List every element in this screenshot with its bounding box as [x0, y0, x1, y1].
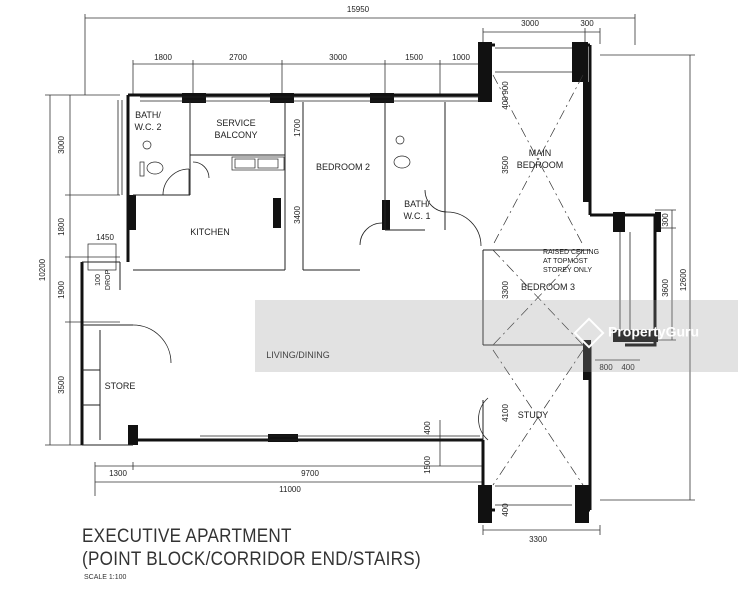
watermark-logo: PropertyGuru — [573, 317, 700, 349]
label-raised-ceiling-3: STOREY ONLY — [543, 267, 592, 274]
dim-3500-main: 3500 — [501, 156, 510, 174]
dim-left-3000: 3000 — [57, 136, 66, 154]
label-service-balcony-line1: SERVICE — [216, 118, 255, 128]
label-study: STUDY — [518, 410, 549, 420]
dim-4100: 4100 — [501, 404, 510, 422]
dim-100: 100 — [95, 274, 102, 286]
dim-bottom-11000: 11000 — [279, 485, 301, 494]
label-bath-wc2-line2: W.C. 2 — [134, 122, 161, 132]
plan-title: EXECUTIVE APARTMENT — [82, 526, 292, 547]
label-bedroom-2: BEDROOM 2 — [316, 162, 370, 172]
dim-left-1900: 1900 — [57, 281, 66, 299]
dim-top-5: 1000 — [452, 53, 470, 62]
label-bath-wc1-line1: BATH/ — [404, 199, 430, 209]
label-raised-ceiling-2: AT TOPMOST — [543, 258, 588, 265]
dim-400-mid: 400 — [423, 421, 432, 435]
plan-scale: SCALE 1:100 — [84, 574, 127, 581]
dim-left-3500: 3500 — [57, 376, 66, 394]
dim-bottom-1300: 1300 — [109, 469, 127, 478]
dim-top-4: 1500 — [405, 53, 423, 62]
label-bedroom-3: BEDROOM 3 — [521, 282, 575, 292]
dim-right-3600: 3600 — [661, 279, 670, 297]
dim-right-300: 300 — [661, 213, 670, 227]
dim-right-800: 800 — [599, 363, 613, 372]
label-service-balcony-line2: BALCONY — [214, 130, 257, 140]
dim-1450: 1450 — [96, 233, 114, 242]
label-store: STORE — [105, 381, 136, 391]
dim-right-12600: 12600 — [679, 268, 688, 291]
plan-subtitle: (POINT BLOCK/CORRIDOR END/STAIRS) — [82, 549, 421, 570]
propertyguru-logo-icon — [573, 317, 605, 349]
label-living-dining: LIVING/DINING — [266, 350, 330, 360]
label-bath-wc1-line2: W.C. 1 — [403, 211, 430, 221]
dim-right-400: 400 — [621, 363, 635, 372]
label-main-bedroom-line2: BEDROOM — [517, 160, 564, 170]
dim-top-right-3000: 3000 — [521, 19, 539, 28]
dim-3400: 3400 — [293, 206, 302, 224]
dim-top-3: 3000 — [329, 53, 347, 62]
watermark-band — [255, 300, 738, 372]
dim-top-2: 2700 — [229, 53, 247, 62]
dim-900: 900 — [501, 81, 510, 95]
dim-400-top: 400 — [501, 96, 510, 110]
dim-bottom-9700: 9700 — [301, 469, 319, 478]
dim-left-outer: 10200 — [38, 258, 47, 281]
dim-bottom-3300: 3300 — [529, 535, 547, 544]
dim-top-right-300: 300 — [580, 19, 594, 28]
dim-overall-top: 15950 — [347, 5, 370, 14]
watermark-text: PropertyGuru — [608, 323, 700, 340]
label-raised-ceiling-1: RAISED CEILING — [543, 249, 599, 256]
label-kitchen: KITCHEN — [190, 227, 230, 237]
dim-1700: 1700 — [293, 119, 302, 137]
dim-1500-right: 1500 — [423, 456, 432, 474]
dim-top-1: 1800 — [154, 53, 172, 62]
dim-400-bot: 400 — [501, 503, 510, 517]
dim-left-1800: 1800 — [57, 218, 66, 236]
label-main-bedroom-line1: MAIN — [529, 148, 552, 158]
dim-3300-bed3: 3300 — [501, 281, 510, 299]
refuse-drop-label: DROP — [105, 270, 112, 291]
label-bath-wc2-line1: BATH/ — [135, 110, 161, 120]
